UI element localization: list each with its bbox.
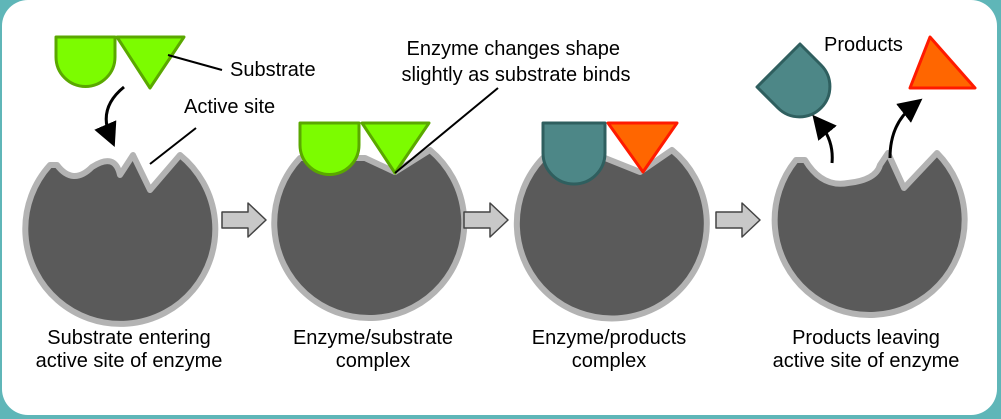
substrate-triangle-1 — [115, 35, 186, 90]
enzyme-2 — [271, 147, 468, 322]
substrate-semicircle-1 — [54, 35, 117, 88]
products-label: Products — [824, 34, 903, 56]
shape-change-line-1: Enzyme changes shape — [406, 38, 619, 60]
enzyme-3 — [513, 147, 710, 322]
shape-change-leader-line — [394, 87, 499, 174]
shape-change-label: Enzyme changes shape slightly as substra… — [401, 38, 630, 86]
stage-1: Substrate Active site — [22, 35, 316, 327]
product-semicircle-3 — [541, 121, 607, 186]
leaving-arrow-left — [812, 114, 837, 164]
product-triangle-3 — [606, 121, 679, 174]
substrate-label: Substrate — [230, 59, 316, 81]
caption-stage-3: Enzyme/products complex — [531, 327, 687, 372]
stage-4: Products — [755, 34, 977, 318]
product-semicircle-4 — [755, 42, 832, 119]
leaving-arrow-right — [888, 98, 923, 159]
caption-stage-2: Enzyme/substrate complex — [292, 327, 454, 372]
enzyme-1 — [22, 152, 219, 327]
caption-stage-1: Substrate entering active site of enzyme — [35, 327, 223, 372]
step-arrow-2 — [463, 202, 509, 238]
stage-3 — [513, 121, 710, 322]
substrate-semicircle-2 — [298, 121, 361, 176]
active-site-label: Active site — [184, 96, 275, 118]
shape-change-line-2: slightly as substrate binds — [401, 64, 630, 86]
step-arrow-1 — [221, 202, 267, 238]
substrate-leader-line — [167, 54, 223, 71]
stage-2: Enzyme changes shape slightly as substra… — [271, 38, 631, 322]
entering-arrow — [94, 85, 125, 148]
caption-stage-4: Products leaving active site of enzyme — [772, 327, 960, 372]
substrate-triangle-2 — [360, 121, 431, 175]
product-triangle-4 — [908, 35, 977, 90]
enzyme-4 — [771, 150, 968, 318]
substrate-pair-1 — [54, 35, 186, 90]
step-arrow-3 — [715, 202, 761, 238]
active-site-leader-line — [149, 127, 197, 165]
